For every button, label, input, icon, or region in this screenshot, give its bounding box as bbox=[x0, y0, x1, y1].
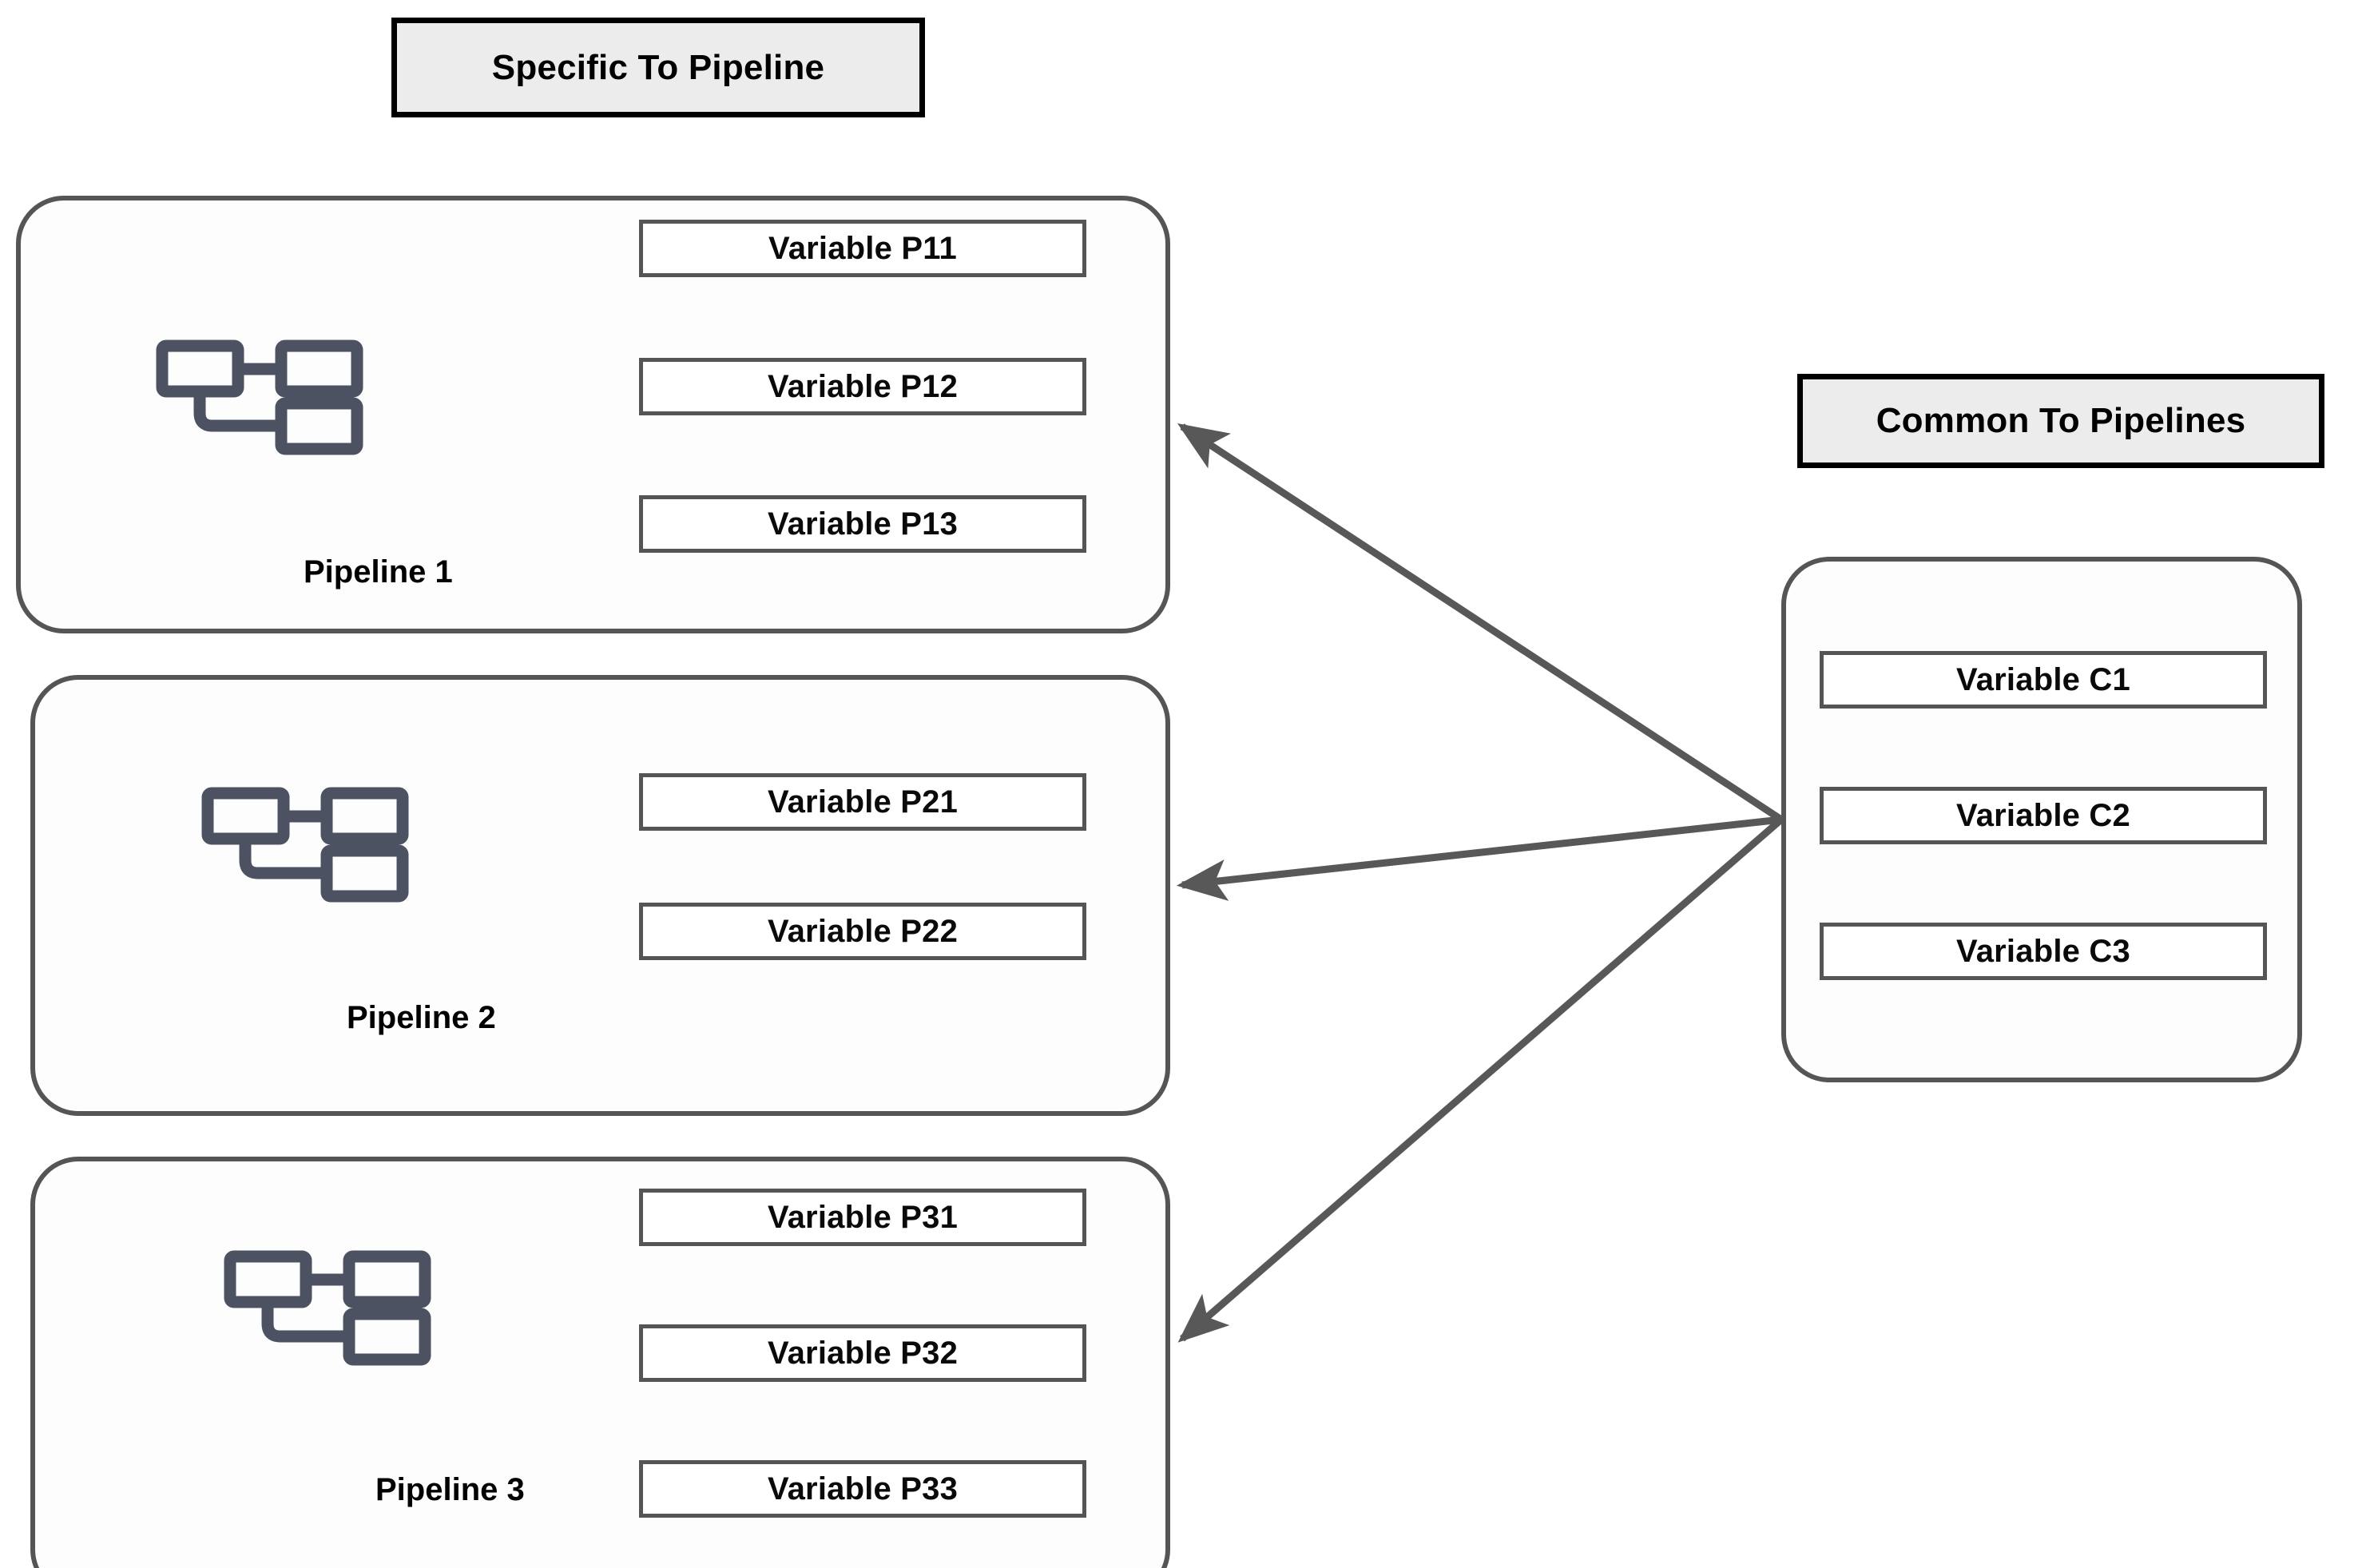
variable-box-p13: Variable P13 bbox=[639, 495, 1086, 553]
variable-box-p11: Variable P11 bbox=[639, 220, 1086, 277]
variable-box-p32: Variable P32 bbox=[639, 1324, 1086, 1382]
header-specific-to-pipeline: Specific To Pipeline bbox=[391, 18, 925, 117]
variable-box-c1: Variable C1 bbox=[1820, 651, 2267, 709]
variable-label-c1: Variable C1 bbox=[1956, 661, 2130, 697]
header-specific-label: Specific To Pipeline bbox=[491, 47, 825, 87]
header-common-label: Common To Pipelines bbox=[1876, 401, 2246, 440]
variable-label-p33: Variable P33 bbox=[767, 1471, 959, 1506]
pipeline-name-2: Pipeline 2 bbox=[347, 1000, 496, 1035]
variable-label-p12: Variable P12 bbox=[767, 368, 959, 404]
variable-box-c3: Variable C3 bbox=[1820, 923, 2267, 980]
variable-label-p21: Variable P21 bbox=[767, 784, 959, 820]
variable-label-p32: Variable P32 bbox=[767, 1335, 959, 1371]
variable-label-p31: Variable P31 bbox=[767, 1199, 959, 1235]
variable-box-p12: Variable P12 bbox=[639, 358, 1086, 415]
pipeline-name-3: Pipeline 3 bbox=[375, 1472, 525, 1507]
variable-label-p22: Variable P22 bbox=[767, 913, 959, 949]
variable-box-p21: Variable P21 bbox=[639, 773, 1086, 831]
variable-label-p13: Variable P13 bbox=[767, 506, 959, 542]
pipeline-name-1: Pipeline 1 bbox=[304, 554, 453, 589]
pipeline-panel-2 bbox=[30, 675, 1170, 1116]
header-common-to-pipelines: Common To Pipelines bbox=[1797, 374, 2324, 468]
pipeline-hierarchy-icon-3 bbox=[224, 1250, 431, 1366]
pipeline-hierarchy-icon-1 bbox=[156, 339, 363, 455]
variable-box-p31: Variable P31 bbox=[639, 1189, 1086, 1246]
variable-box-p33: Variable P33 bbox=[639, 1460, 1086, 1518]
variable-label-p11: Variable P11 bbox=[768, 230, 957, 266]
arrow-common-to-pipeline-2 bbox=[1176, 816, 1782, 901]
variable-label-c2: Variable C2 bbox=[1956, 797, 2130, 833]
pipeline-hierarchy-icon-2 bbox=[201, 787, 409, 903]
arrow-common-to-pipeline-1 bbox=[1177, 423, 1784, 823]
variable-label-c3: Variable C3 bbox=[1956, 933, 2130, 969]
arrow-common-to-pipeline-3 bbox=[1177, 816, 1784, 1343]
variable-box-c2: Variable C2 bbox=[1820, 787, 2267, 844]
variable-box-p22: Variable P22 bbox=[639, 903, 1086, 960]
